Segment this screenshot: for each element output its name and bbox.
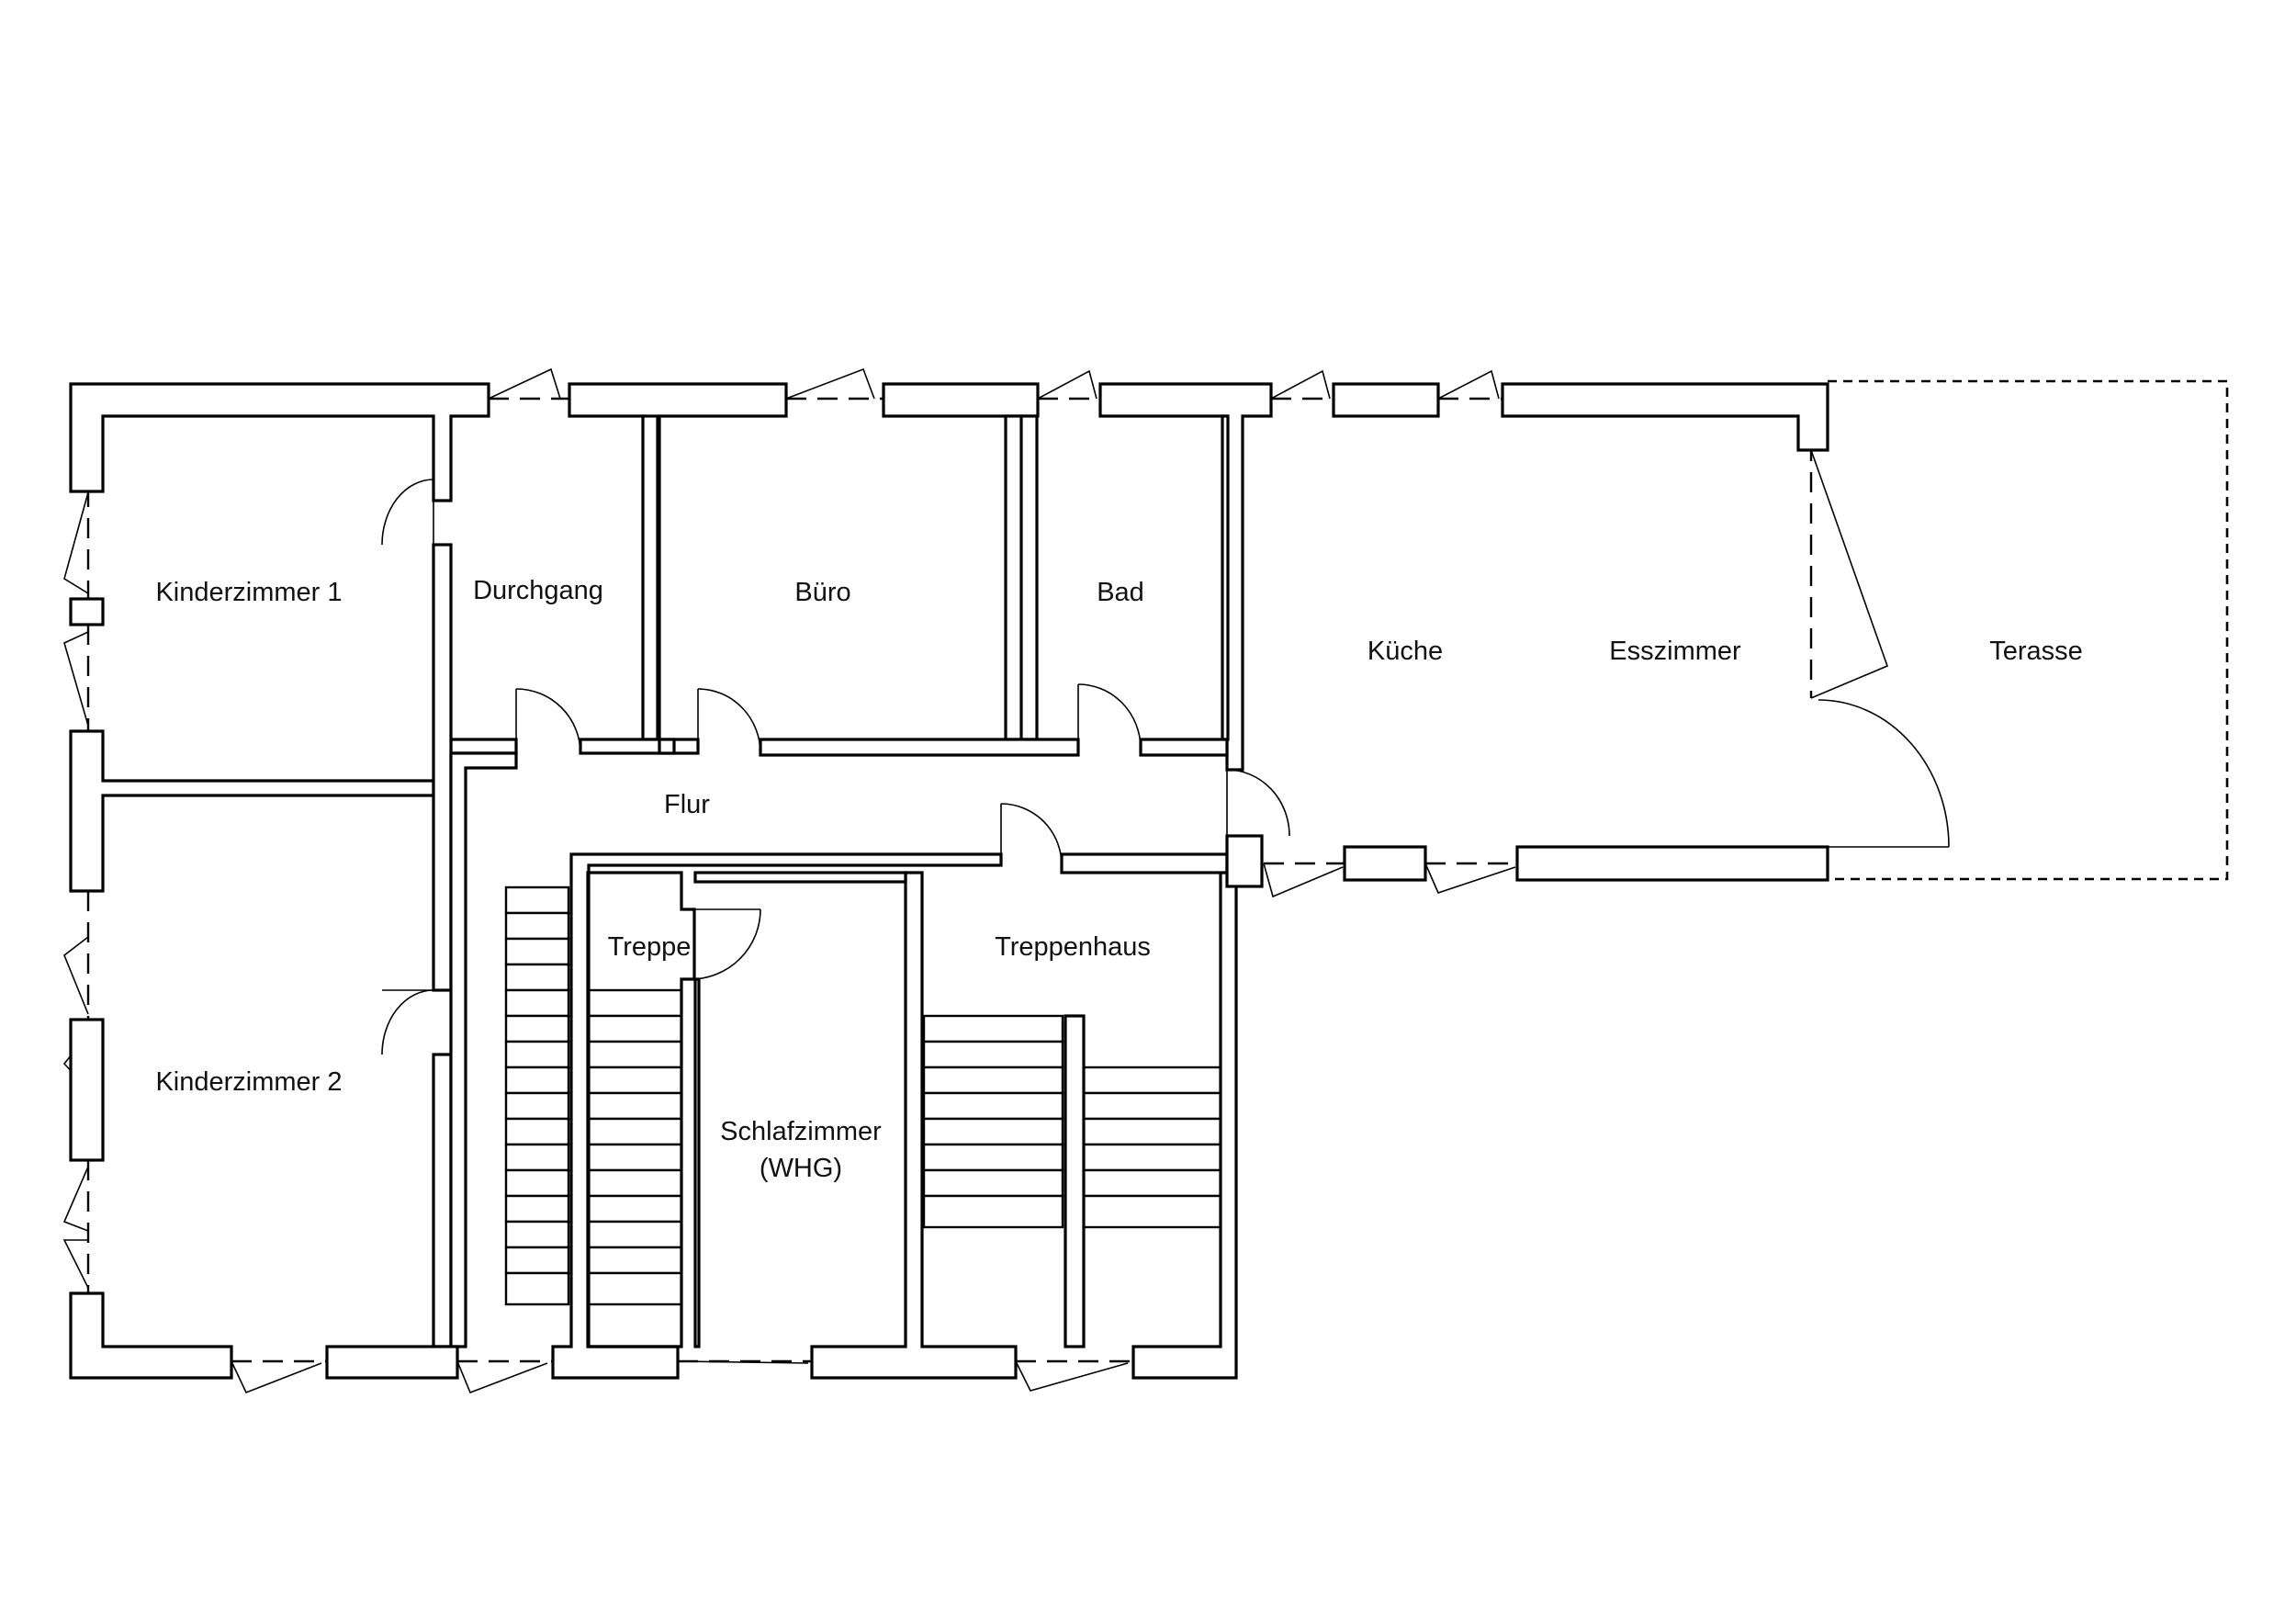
label-kinderzimmer-2: Kinderzimmer 2 bbox=[155, 1067, 342, 1097]
label-esszimmer: Esszimmer bbox=[1609, 637, 1741, 666]
label-treppe: Treppe bbox=[608, 932, 692, 962]
room-labels: Kinderzimmer 1 Durchgang Büro Bad Küche … bbox=[155, 576, 2082, 1183]
label-schlafzimmer: Schlafzimmer bbox=[720, 1117, 882, 1146]
door-swings bbox=[381, 479, 1950, 1055]
label-treppenhaus: Treppenhaus bbox=[995, 932, 1151, 962]
windows bbox=[86, 397, 1813, 1363]
label-buero: Büro bbox=[794, 578, 850, 607]
terrace-outline bbox=[1828, 379, 2229, 881]
label-terasse: Terasse bbox=[1989, 637, 2083, 666]
label-flur: Flur bbox=[664, 790, 710, 819]
label-bad: Bad bbox=[1097, 578, 1144, 607]
walls bbox=[69, 382, 1829, 1380]
stair-middle bbox=[586, 988, 683, 1306]
label-kueche: Küche bbox=[1367, 637, 1443, 666]
window-sashes bbox=[62, 367, 1889, 1394]
stair-left bbox=[504, 885, 570, 1306]
label-schlafzimmer-whg: (WHG) bbox=[760, 1154, 842, 1183]
label-kinderzimmer-1: Kinderzimmer 1 bbox=[155, 578, 342, 607]
stair-treppenhaus bbox=[922, 1014, 1222, 1348]
label-durchgang: Durchgang bbox=[473, 576, 603, 605]
